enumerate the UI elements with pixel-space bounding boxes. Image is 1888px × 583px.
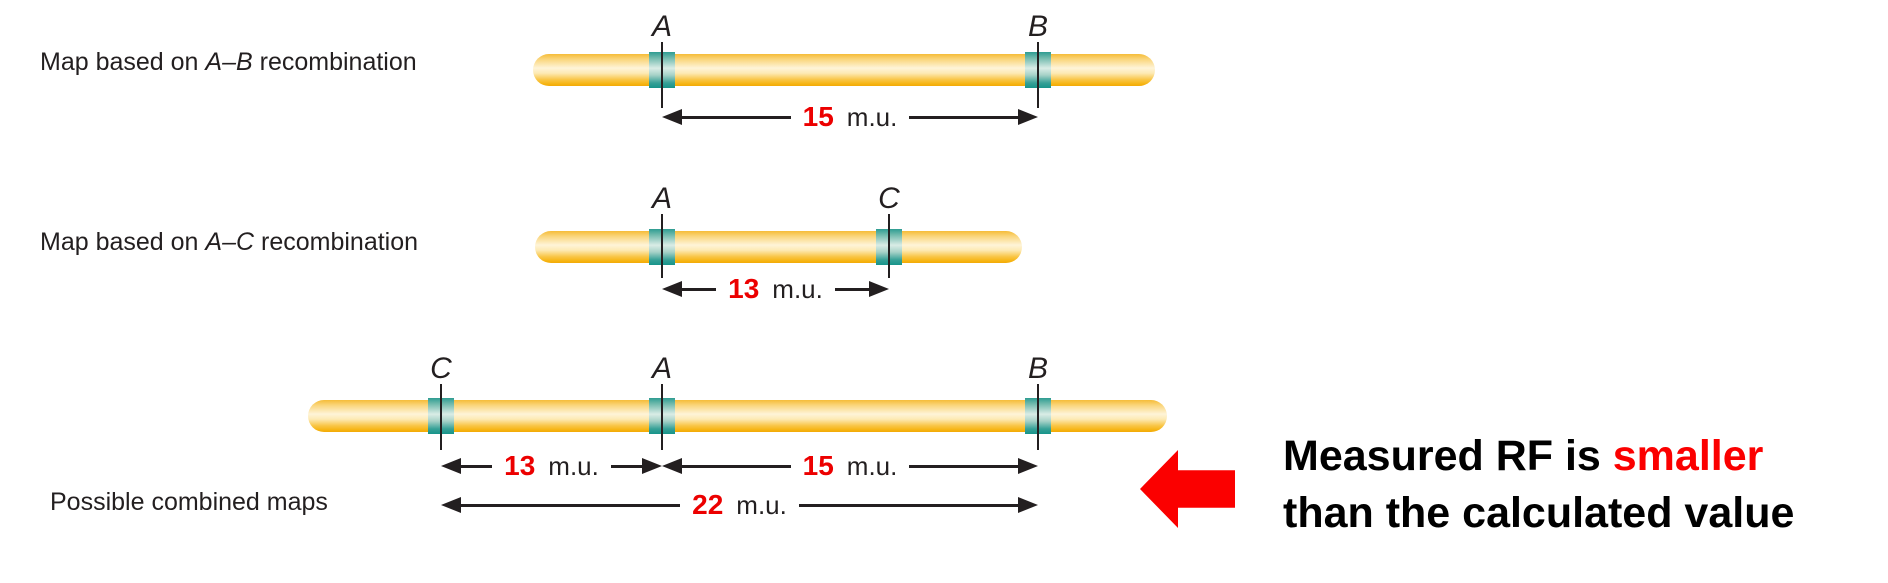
measure-line bbox=[834, 287, 870, 291]
row2-label-pre: Map based on bbox=[40, 228, 206, 256]
measure-line bbox=[461, 464, 493, 468]
arrowhead-left-icon bbox=[441, 458, 461, 474]
row3-measure-cb-label: 22 m.u. bbox=[680, 489, 799, 521]
row3-measure-ab-unit: m.u. bbox=[846, 451, 898, 481]
row1-tick-a bbox=[661, 42, 663, 108]
annotation-line1-red: smaller bbox=[1612, 432, 1764, 480]
row1-label-pre: Map based on bbox=[40, 48, 206, 76]
row3-tick-b bbox=[1037, 384, 1039, 450]
row3-measure-cb: 22 m.u. bbox=[441, 489, 1039, 520]
annotation-line1: Measured RF is smaller bbox=[1283, 428, 1794, 485]
arrowhead-right-icon bbox=[642, 458, 663, 474]
row3-measure-ab-label: 15 m.u. bbox=[791, 450, 910, 482]
row3-measure-ab-value: 15 bbox=[802, 450, 834, 481]
row3-locus-b-label: B bbox=[1027, 352, 1048, 385]
row1-measure-ab: 15 m.u. bbox=[662, 101, 1039, 132]
measure-line bbox=[909, 464, 1019, 468]
arrowhead-left-icon bbox=[662, 458, 682, 474]
row2-chromosome bbox=[535, 231, 1022, 263]
arrowhead-right-icon bbox=[1018, 497, 1039, 513]
row3-measure-ca-unit: m.u. bbox=[548, 451, 599, 481]
row2-locus-c-label: C bbox=[878, 182, 900, 215]
measure-line bbox=[682, 115, 791, 119]
arrowhead-right-icon bbox=[869, 281, 890, 297]
row2-tick-a bbox=[661, 214, 663, 278]
row2-label-genes: A–C bbox=[205, 228, 255, 256]
row2-label: Map based on A–C recombination bbox=[40, 228, 418, 257]
row3-measure-ca-label: 13 m.u. bbox=[492, 450, 611, 482]
row1-locus-a-label: A bbox=[651, 10, 672, 43]
arrowhead-right-icon bbox=[1018, 109, 1039, 125]
row1-tick-b bbox=[1037, 42, 1039, 108]
row1-label-genes: A–B bbox=[205, 48, 253, 76]
left-block-arrow-icon bbox=[1140, 450, 1235, 528]
row1-chromosome bbox=[533, 54, 1155, 86]
arrowhead-left-icon bbox=[662, 109, 682, 125]
arrowhead-left-icon bbox=[662, 281, 682, 297]
row2-tick-c bbox=[888, 214, 890, 278]
row3-measure-cb-value: 22 bbox=[692, 489, 724, 520]
annotation-line2: than the calculated value bbox=[1283, 489, 1795, 537]
row1-measure-unit: m.u. bbox=[846, 102, 898, 132]
row3-locus-c-label: C bbox=[430, 352, 452, 385]
arrowhead-left-icon bbox=[441, 497, 461, 513]
measure-line bbox=[461, 503, 681, 507]
row1-measure-label: 15 m.u. bbox=[791, 101, 910, 133]
row3-measure-cb-unit: m.u. bbox=[736, 490, 787, 520]
annotation-line1-black: Measured RF is bbox=[1283, 432, 1613, 480]
row2-label-post: recombination bbox=[254, 228, 419, 256]
row3-label-text: Possible combined maps bbox=[50, 488, 328, 516]
measure-line bbox=[798, 503, 1019, 507]
row1-measure-value: 15 bbox=[802, 101, 834, 132]
row3-tick-c bbox=[440, 384, 442, 450]
row1-label: Map based on A–B recombination bbox=[40, 48, 417, 77]
row2-measure-unit: m.u. bbox=[772, 274, 823, 304]
row2-measure-value: 13 bbox=[728, 273, 760, 304]
row2-measure-label: 13 m.u. bbox=[716, 273, 835, 305]
annotation-text: Measured RF is smaller than the calculat… bbox=[1283, 428, 1794, 542]
row1-locus-b-label: B bbox=[1027, 10, 1048, 43]
row2-locus-a-label: A bbox=[651, 182, 672, 215]
row3-measure-ca: 13 m.u. bbox=[441, 450, 663, 481]
measure-line bbox=[610, 464, 643, 468]
measure-line bbox=[682, 287, 717, 291]
row2-measure-ac: 13 m.u. bbox=[662, 273, 890, 304]
row3-measure-ca-value: 13 bbox=[504, 450, 536, 481]
row3-tick-a bbox=[661, 384, 663, 450]
measure-line bbox=[682, 464, 791, 468]
row3-label: Possible combined maps bbox=[50, 488, 328, 517]
arrowhead-right-icon bbox=[1018, 458, 1039, 474]
measure-line bbox=[909, 115, 1019, 119]
row3-locus-a-label: A bbox=[651, 352, 672, 385]
row3-measure-ab: 15 m.u. bbox=[662, 450, 1039, 481]
row1-label-post: recombination bbox=[252, 48, 417, 76]
